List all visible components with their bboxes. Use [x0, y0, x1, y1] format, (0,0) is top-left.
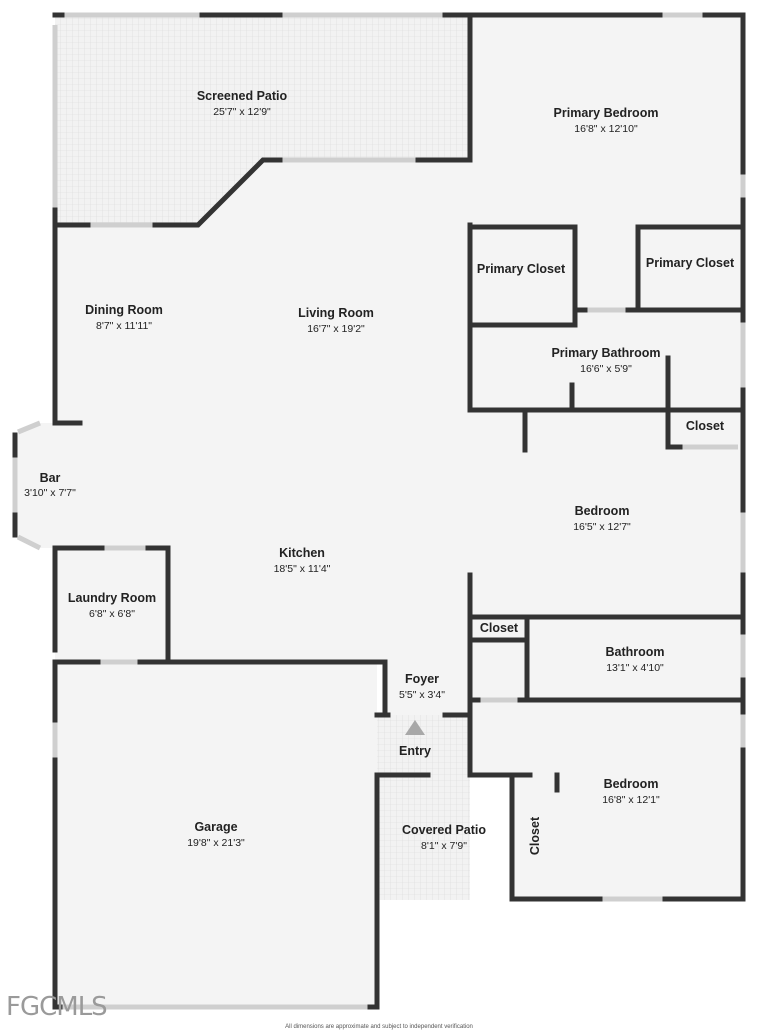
- bathroom-name: Bathroom: [605, 645, 664, 659]
- primary-bedroom-dim: 16'8" x 12'10": [574, 123, 638, 135]
- main-living-floor: [55, 160, 470, 715]
- kitchen-dim: 18'5" x 11'4": [274, 563, 331, 575]
- closet-1-name: Closet: [686, 419, 725, 433]
- wall: [702, 12, 746, 175]
- bathroom-dim: 13'1" x 4'10": [606, 662, 664, 674]
- closet-3-name: Closet: [528, 816, 542, 855]
- bedroom-1-dim: 16'5" x 12'7": [573, 521, 631, 533]
- bedroom-1-name: Bedroom: [575, 504, 630, 518]
- dining-room-name: Dining Room: [85, 303, 163, 317]
- mls-watermark: FGCMLS: [6, 992, 108, 1022]
- wall: [467, 637, 530, 703]
- entry-floor: [377, 715, 470, 775]
- wall: [145, 545, 171, 665]
- laundry-room-name: Laundry Room: [68, 591, 156, 605]
- garage-dim: 19'8" x 21'3": [187, 837, 245, 849]
- primary-bedroom-name: Primary Bedroom: [554, 106, 659, 120]
- laundry-floor: [55, 548, 168, 662]
- wall: [52, 659, 101, 723]
- garage-floor: [55, 662, 377, 1007]
- primary-closet-1-name: Primary Closet: [477, 262, 566, 276]
- wall: [467, 772, 603, 902]
- right-wing-floor: [470, 15, 743, 899]
- primary-bathroom-dim: 16'6" x 5'9": [580, 363, 632, 375]
- bedroom-2-name: Bedroom: [604, 777, 659, 791]
- room-labels: Screened Patio 25'7" x 12'9" Primary Bed…: [24, 89, 735, 855]
- wall: [52, 757, 63, 1010]
- living-room-dim: 16'7" x 19'2": [307, 323, 365, 335]
- screened-patio-name: Screened Patio: [197, 89, 288, 103]
- living-room-name: Living Room: [298, 306, 374, 320]
- kitchen-name: Kitchen: [279, 546, 325, 560]
- garage-name: Garage: [194, 820, 237, 834]
- dining-room-dim: 8'7" x 11'11": [96, 320, 152, 332]
- screened-patio-dim: 25'7" x 12'9": [213, 106, 271, 118]
- bedroom-2-dim: 16'8" x 12'1": [602, 794, 660, 806]
- wall: [665, 355, 683, 450]
- bar-floor: [15, 423, 55, 548]
- wall: [467, 224, 578, 328]
- wall: [662, 747, 746, 902]
- foyer-dim: 5'5" x 3'4": [399, 689, 445, 701]
- primary-bathroom-name: Primary Bathroom: [551, 346, 660, 360]
- entry-arrow-icon: [405, 720, 425, 735]
- walls: [12, 12, 746, 1010]
- bar-name: Bar: [40, 471, 61, 485]
- cutout-floor: [470, 775, 512, 900]
- window: [17, 420, 41, 435]
- entry-name: Entry: [399, 744, 431, 758]
- floor-fills: [15, 15, 743, 1007]
- covered-patio-name: Covered Patio: [402, 823, 486, 837]
- laundry-room-dim: 6'8" x 6'8": [89, 608, 135, 620]
- foyer-name: Foyer: [405, 672, 439, 686]
- primary-closet-2-name: Primary Closet: [646, 256, 735, 270]
- wall: [152, 157, 283, 228]
- wall: [137, 659, 388, 718]
- closet-2-name: Closet: [480, 621, 519, 635]
- wall: [635, 224, 746, 313]
- disclaimer-footnote: All dimensions are approximate and subje…: [285, 1024, 473, 1030]
- wall: [367, 772, 380, 1010]
- window: [16, 534, 42, 551]
- covered-patio-dim: 8'1" x 7'9": [421, 840, 467, 852]
- bar-dim: 3'10" x 7'7": [24, 487, 76, 499]
- screened-patio-floor: [55, 15, 470, 225]
